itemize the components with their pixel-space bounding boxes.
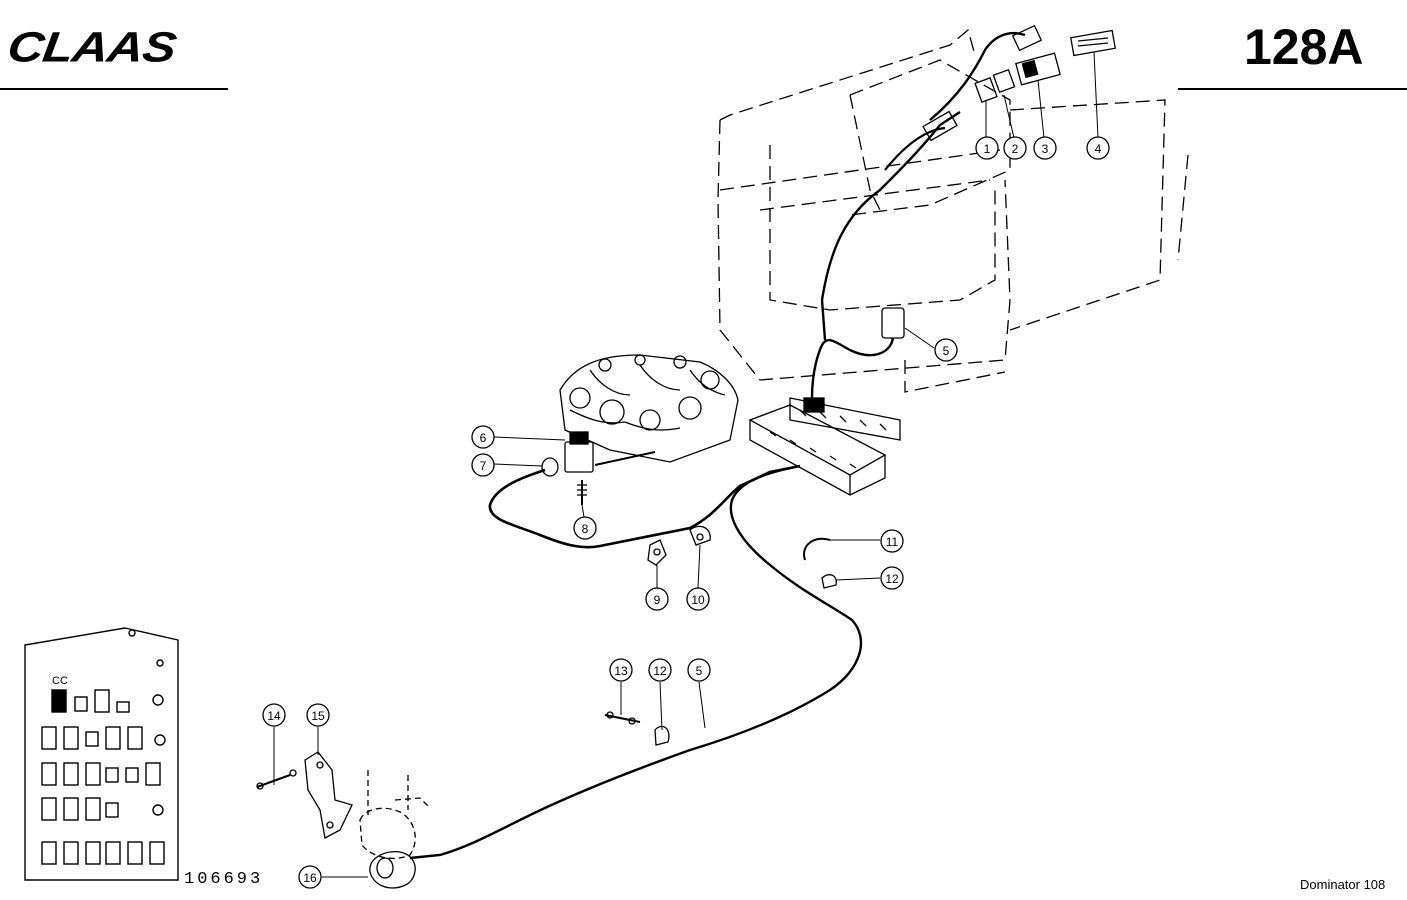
callout-label: 14: [267, 709, 281, 723]
fusebox-cc-label: CC: [52, 675, 68, 687]
connector-2: [992, 68, 1016, 94]
clip-12: [821, 574, 837, 589]
page-number-divider: [1178, 88, 1407, 90]
label-plate-4: [1070, 29, 1116, 57]
callout-3: [1033, 136, 1057, 160]
callout-15: [306, 703, 330, 727]
clip-9: [647, 539, 667, 566]
connector-1: [974, 77, 998, 103]
callout-label: 5: [696, 664, 703, 678]
bracket-15: [304, 751, 353, 839]
clip-12b: [654, 725, 670, 746]
callout-label: 3: [1042, 142, 1049, 156]
callout-2: [1003, 136, 1027, 160]
relay-3: [1015, 52, 1061, 86]
callout-label: 1: [984, 142, 991, 156]
callout-12: [880, 566, 904, 590]
callout-5b: [687, 658, 711, 682]
callout-10: [686, 587, 710, 611]
plug-5: [881, 307, 905, 339]
callout-label: 11: [886, 535, 899, 549]
callout-label: 2: [1012, 142, 1019, 156]
callout-4: [1086, 136, 1110, 160]
grommet-7: [541, 457, 559, 477]
callout-label: 10: [691, 593, 705, 607]
callout-label: 16: [303, 871, 317, 885]
callouts: [262, 136, 1110, 889]
callout-label: 6: [480, 431, 487, 445]
callout-14: [262, 703, 286, 727]
callout-label: 4: [1095, 142, 1102, 156]
fusebox-inset: [24, 627, 179, 881]
callout-label: 8: [582, 522, 589, 536]
callout-1: [975, 136, 999, 160]
callout-label: 5: [943, 344, 950, 358]
valve-harness: [488, 464, 801, 549]
callout-9: [645, 587, 669, 611]
callout-7: [471, 453, 495, 477]
sensor-16: [369, 851, 416, 889]
drawing-id: 106693: [184, 870, 264, 889]
callout-16: [298, 865, 322, 889]
callout-6: [471, 425, 495, 449]
page-number: 128A: [1244, 19, 1364, 75]
callout-12b: [648, 658, 672, 682]
callout-5: [934, 338, 958, 362]
callout-label: 9: [654, 593, 661, 607]
clip-10: [689, 525, 711, 546]
upper-harness: [820, 110, 961, 301]
callout-label: 12: [885, 572, 899, 586]
cab-outline: [717, 28, 1189, 393]
model-label: Dominator 108: [1300, 877, 1386, 892]
cable-tie-11: [803, 537, 831, 561]
callout-8: [573, 516, 597, 540]
terminal-board: [748, 397, 901, 496]
callout-11: [880, 529, 904, 553]
pump-unit: [359, 770, 431, 859]
switch-6: [564, 441, 594, 473]
logo-divider: [0, 88, 228, 90]
callout-13: [609, 658, 633, 682]
callout-label: 12: [653, 664, 667, 678]
bolt-13: [604, 714, 641, 723]
main-harness-5: [409, 464, 863, 860]
callout-label: 15: [311, 709, 325, 723]
callout-label: 7: [480, 459, 487, 473]
callout-label: 13: [614, 664, 628, 678]
valve-block: [559, 354, 739, 463]
leader-lines: [273, 51, 1099, 878]
